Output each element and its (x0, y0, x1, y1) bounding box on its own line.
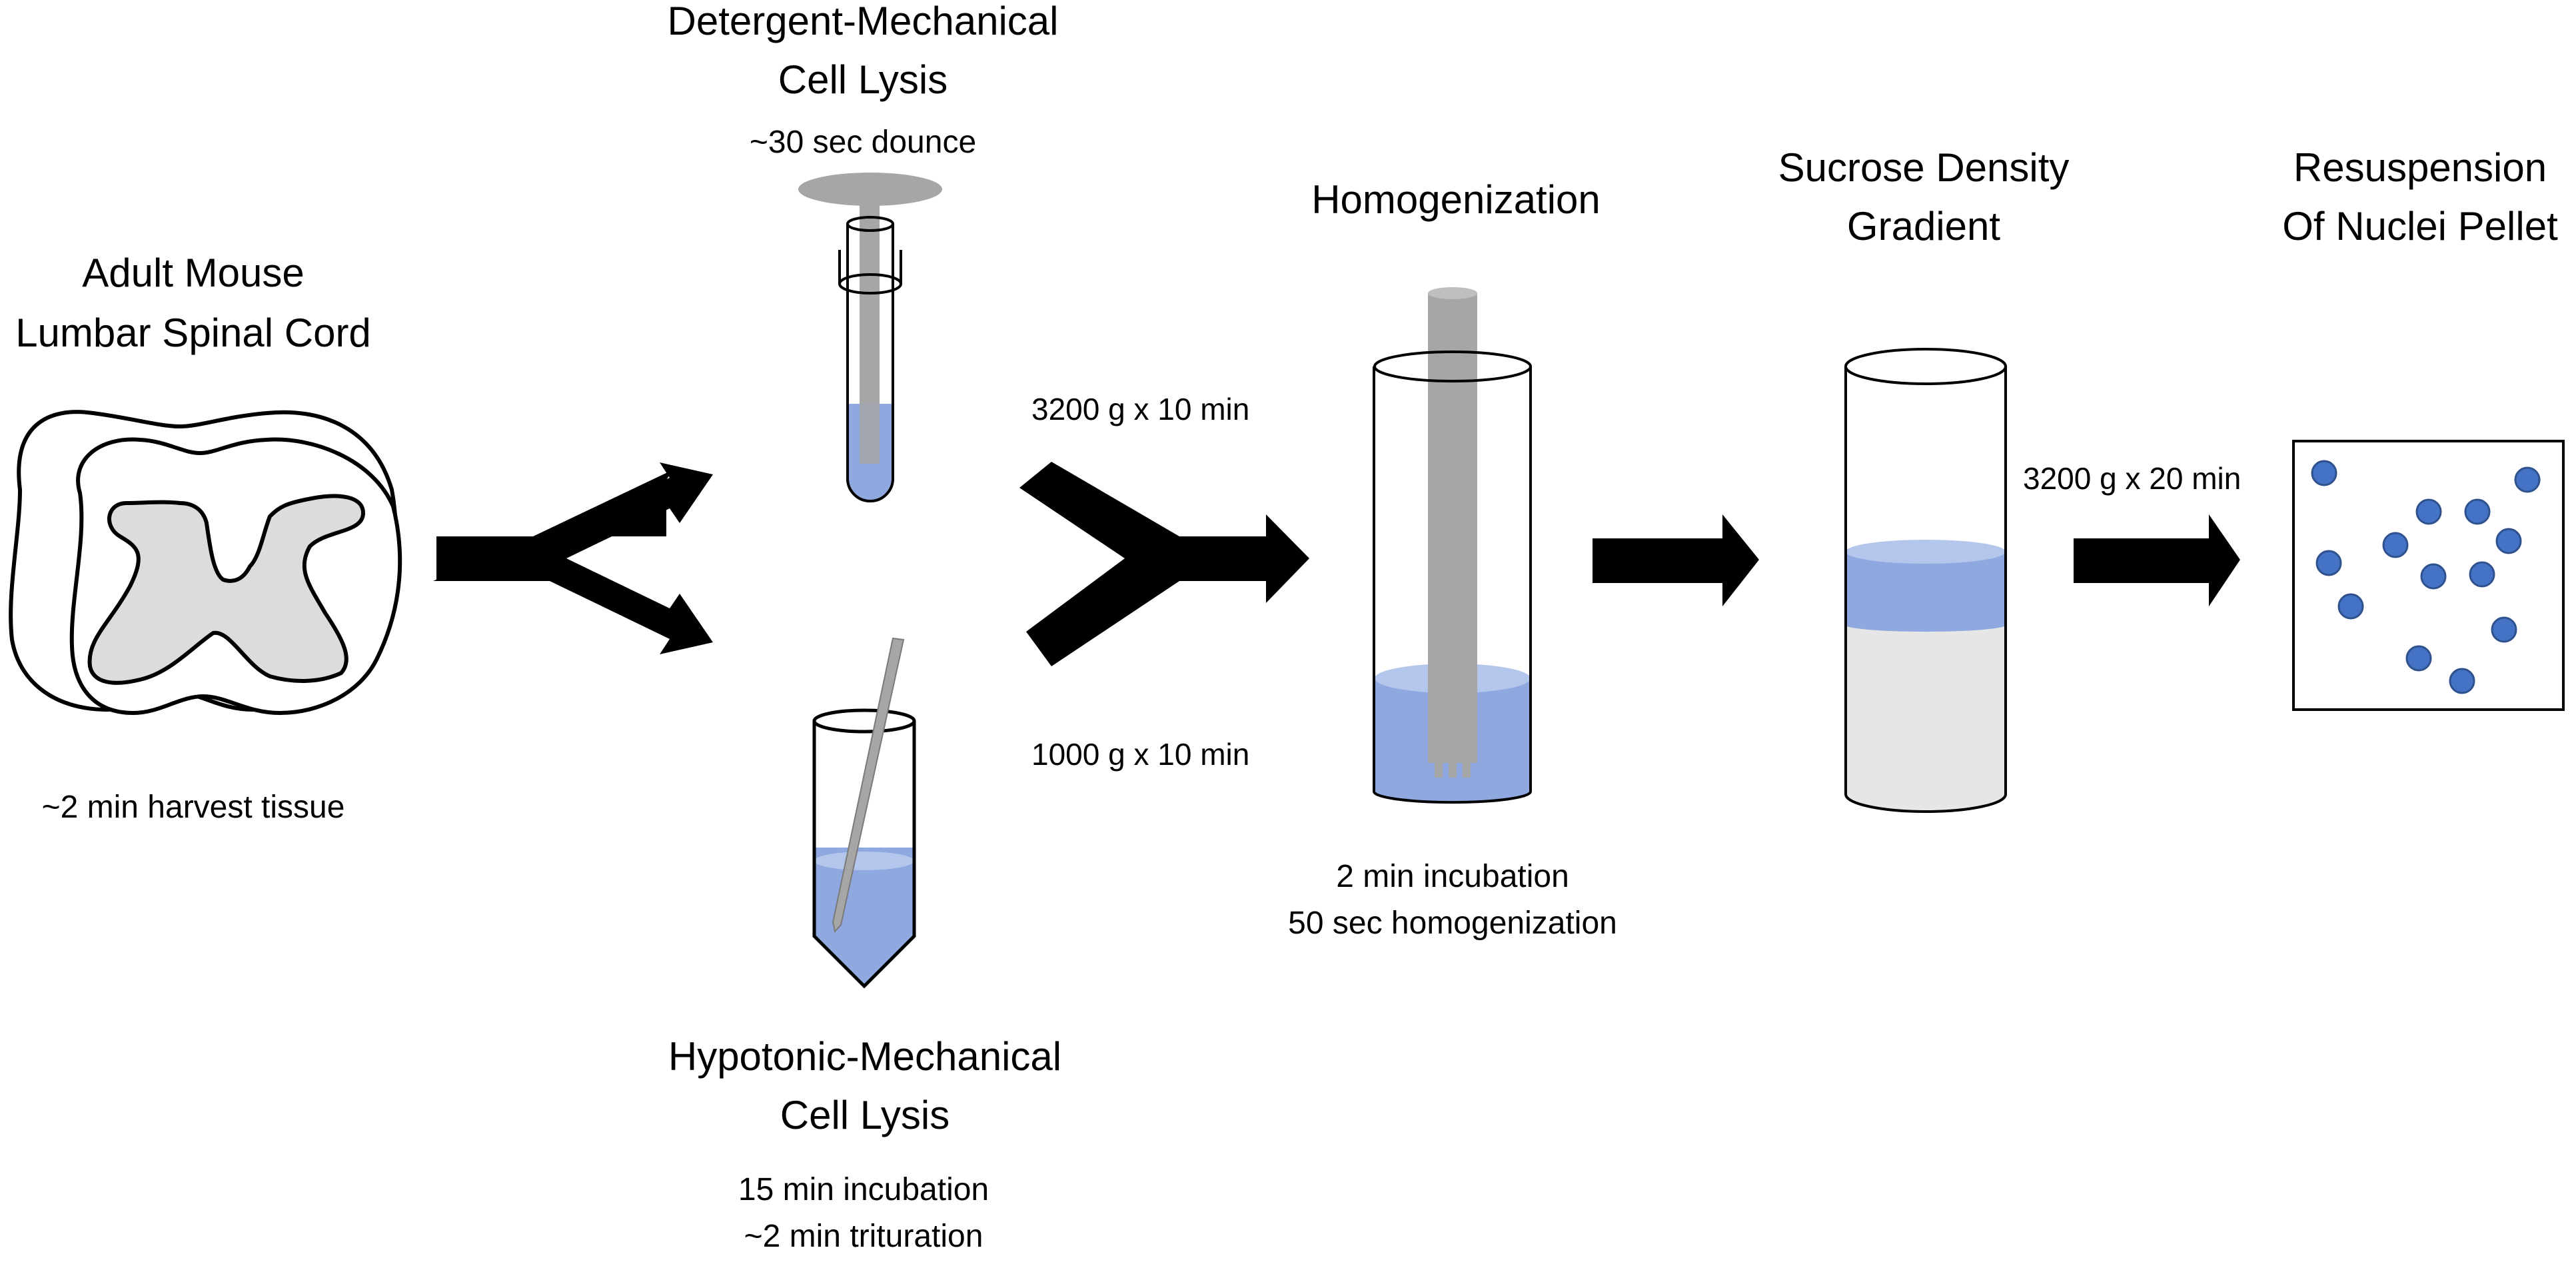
arrow-to-resuspension (2074, 514, 2240, 606)
hypotonic-title-2: Cell Lysis (780, 1093, 950, 1137)
nuclei-pellet-icon (2292, 440, 2565, 711)
after-gradient-spin: 3200 g x 20 min (2023, 461, 2242, 496)
nucleus (2491, 616, 2517, 643)
detergent-title-1: Detergent-Mechanical (667, 0, 1059, 43)
hypotonic-title-1: Hypotonic-Mechanical (668, 1034, 1062, 1079)
gradient-title-2: Gradient (1846, 204, 2001, 249)
nucleus (2495, 528, 2522, 554)
nucleus (2420, 563, 2447, 590)
arrow-to-gradient (1593, 514, 1759, 606)
nucleus (2514, 466, 2541, 493)
detergent-title-2: Cell Lysis (778, 57, 948, 102)
hypotonic-time-1: 15 min incubation (738, 1172, 989, 1207)
resuspension-title-2: Of Nuclei Pellet (2282, 204, 2558, 249)
merge-arrow (1019, 462, 1309, 666)
detergent-time: ~30 sec dounce (749, 125, 977, 160)
homogenizer-tube-icon (1373, 287, 1532, 804)
split-arrow (433, 462, 713, 654)
detergent-branch-spin: 3200 g x 10 min (1031, 392, 1250, 426)
nucleus (2449, 668, 2475, 694)
gradient-title-1: Sucrose Density (1778, 145, 2070, 190)
dounce-homogenizer-icon (798, 173, 942, 502)
gradient-tube-icon (1844, 348, 2007, 813)
nucleus (2405, 645, 2432, 672)
hypotonic-branch-spin: 1000 g x 10 min (1031, 737, 1250, 772)
nucleus (2311, 460, 2337, 486)
nucleus (2469, 561, 2495, 588)
tissue-title-2: Lumbar Spinal Cord (15, 311, 371, 355)
hypotonic-time-2: ~2 min trituration (744, 1219, 983, 1254)
spinal-cord-section-icon (9, 410, 402, 716)
homogenization-time-1: 2 min incubation (1336, 859, 1569, 894)
nucleus (2382, 532, 2409, 558)
resuspension-title-1: Resuspension (2293, 145, 2547, 190)
nucleus (2337, 593, 2364, 620)
nucleus (2464, 498, 2491, 525)
gray-matter-shape (87, 494, 366, 685)
homogenization-title: Homogenization (1311, 177, 1601, 222)
conical-tube-pipette-icon (812, 637, 916, 989)
nucleus (2415, 498, 2442, 525)
homogenization-time-2: 50 sec homogenization (1288, 906, 1617, 941)
tissue-title-1: Adult Mouse (82, 251, 305, 295)
nucleus (2315, 550, 2342, 576)
tissue-time: ~2 min harvest tissue (41, 790, 345, 825)
